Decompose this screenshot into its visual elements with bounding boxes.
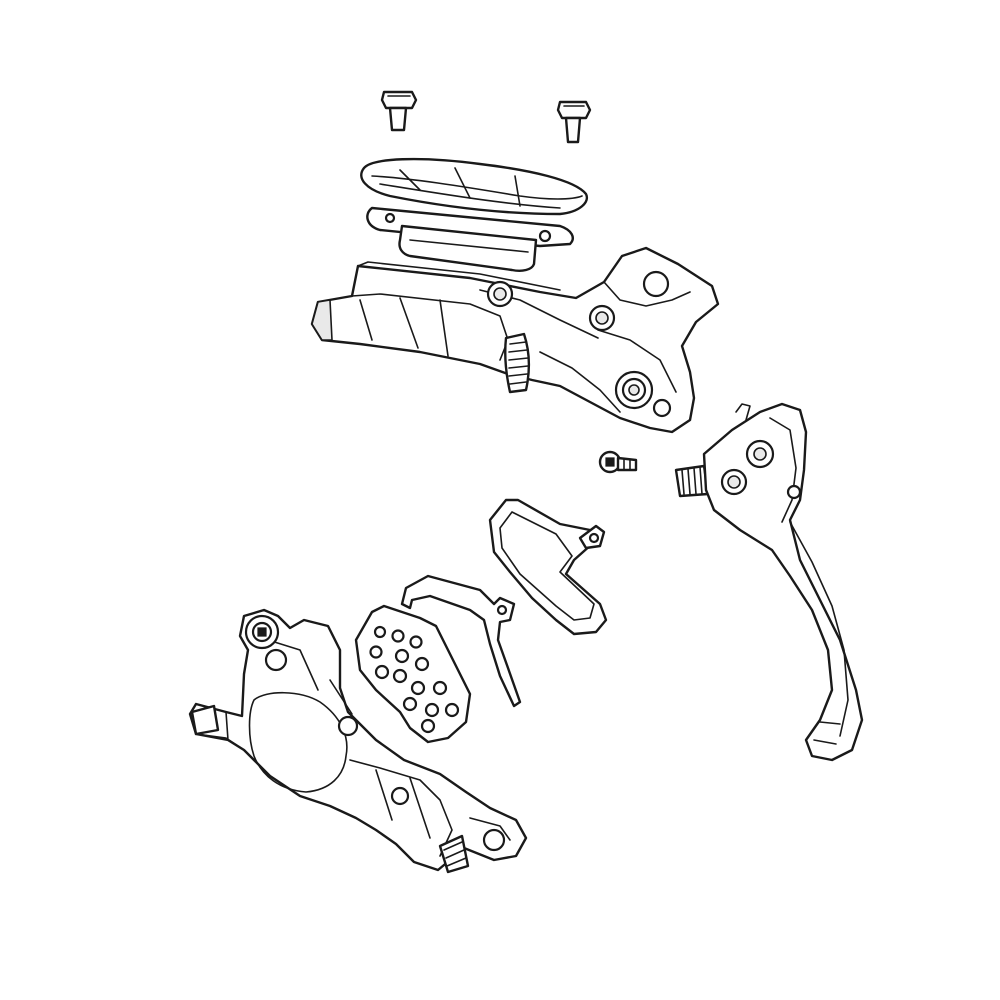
brake-lever-blade [674,402,864,762]
reservoir-cover [360,157,589,216]
reservoir-screw-left [380,90,418,132]
brake-pad-backing-plate [354,604,472,744]
brake-pad-front [488,498,608,636]
pad-spring-clip [400,574,522,708]
reservoir-screw-right [556,100,592,144]
lever-pivot-bolt [598,450,638,474]
brake-caliper [188,608,528,874]
master-cylinder-body [310,246,720,434]
reservoir-diaphragm [366,206,574,272]
